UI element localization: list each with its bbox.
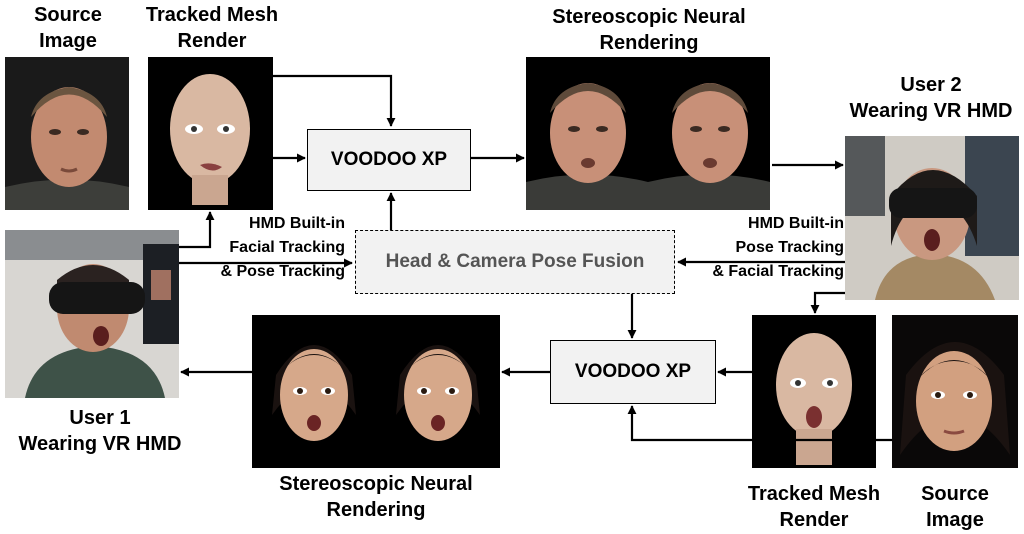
user2-photo xyxy=(845,136,1019,300)
top-stereo-left xyxy=(526,57,648,210)
bottom-stereo-right xyxy=(376,315,500,468)
bottom-voodoo-xp-box: VOODOO XP xyxy=(550,340,716,404)
bottom-tracked-mesh-render xyxy=(752,315,876,468)
arrow-user2-to-mesh xyxy=(810,291,845,314)
arrow-mesh-to-voodoo-top xyxy=(272,74,396,127)
bottom-stereo-left xyxy=(252,315,376,468)
top-stereo-label: Stereoscopic Neural Rendering xyxy=(552,6,746,54)
top-voodoo-xp-box: VOODOO XP xyxy=(307,129,471,191)
top-source-image-label: Source Image xyxy=(34,4,102,52)
bottom-source-image-label: Source Image xyxy=(921,483,989,531)
user1-photo xyxy=(5,230,179,398)
left-tracking-label: HMD Built-in Facial Tracking & Pose Trac… xyxy=(220,215,346,280)
top-tracked-mesh-render xyxy=(148,57,273,210)
top-tracked-mesh-label: Tracked Mesh Render xyxy=(145,4,279,52)
user2-label: User 2 Wearing VR HMD xyxy=(849,74,1013,122)
top-source-image xyxy=(5,57,129,210)
user1-label: User 1 Wearing VR HMD xyxy=(18,407,182,455)
head-camera-pose-fusion-box: Head & Camera Pose Fusion xyxy=(355,230,675,294)
bottom-tracked-mesh-label: Tracked Mesh Render xyxy=(747,483,881,531)
arrow-user1-to-mesh xyxy=(179,211,215,249)
arrow-source-to-bottom-voodoo xyxy=(627,405,892,442)
right-tracking-label: HMD Built-in Pose Tracking & Facial Trac… xyxy=(712,215,844,280)
bottom-stereo-label: Stereoscopic Neural Rendering xyxy=(279,473,473,521)
bottom-source-image xyxy=(892,315,1018,468)
top-stereo-right xyxy=(648,57,770,210)
